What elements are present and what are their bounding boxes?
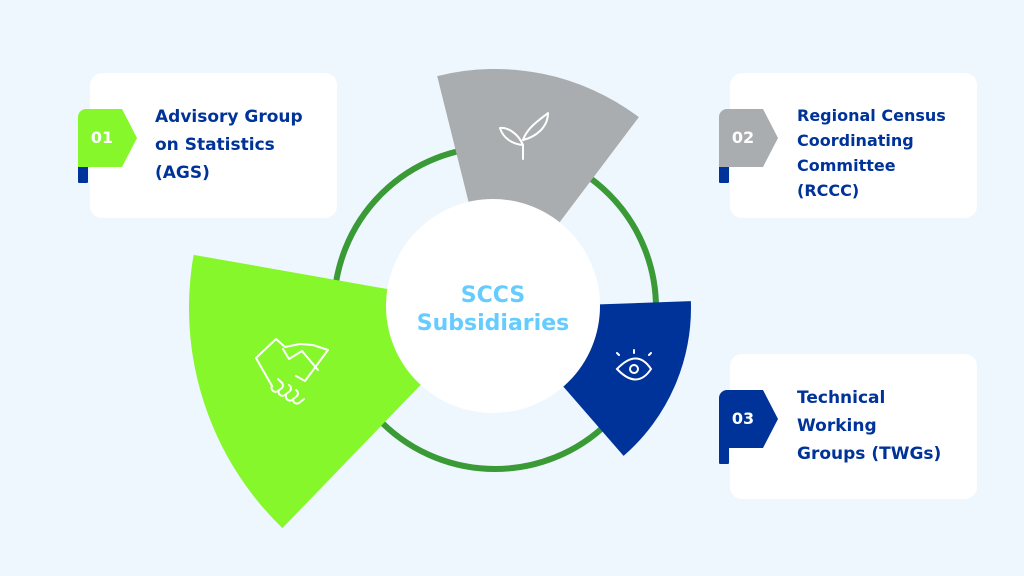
title-line: Advisory Group <box>155 107 303 127</box>
number-tag-01: 01 <box>78 109 137 183</box>
title-line: Coordinating <box>797 131 914 150</box>
sprout-icon <box>499 112 549 160</box>
title-line: Technical <box>797 388 886 408</box>
card-title-twgs: Technical Working Groups (TWGs) <box>797 384 941 468</box>
card-title-rccc: Regional Census Coordinating Committee (… <box>797 103 946 203</box>
title-line: Regional Census <box>797 106 946 125</box>
handshake-icon <box>255 338 329 405</box>
center-label-line2: Subsidiaries <box>416 311 570 336</box>
title-line: on Statistics <box>155 135 275 155</box>
title-line: Working <box>797 416 877 436</box>
tag-number: 02 <box>731 128 755 147</box>
tag-number: 03 <box>731 409 755 428</box>
title-line: (AGS) <box>155 163 210 183</box>
tag-number: 01 <box>90 128 114 147</box>
center-circle <box>386 199 600 413</box>
eye-icon <box>615 349 653 381</box>
title-line: (RCCC) <box>797 181 860 200</box>
card-title-ags: Advisory Group on Statistics (AGS) <box>155 103 303 187</box>
title-line: Committee <box>797 156 896 175</box>
title-line: Groups (TWGs) <box>797 444 942 464</box>
number-tag-02: 02 <box>719 109 778 183</box>
center-label-line1: SCCS <box>460 283 526 308</box>
center-label: SCCS Subsidiaries <box>393 282 593 338</box>
number-tag-03: 03 <box>719 390 778 464</box>
